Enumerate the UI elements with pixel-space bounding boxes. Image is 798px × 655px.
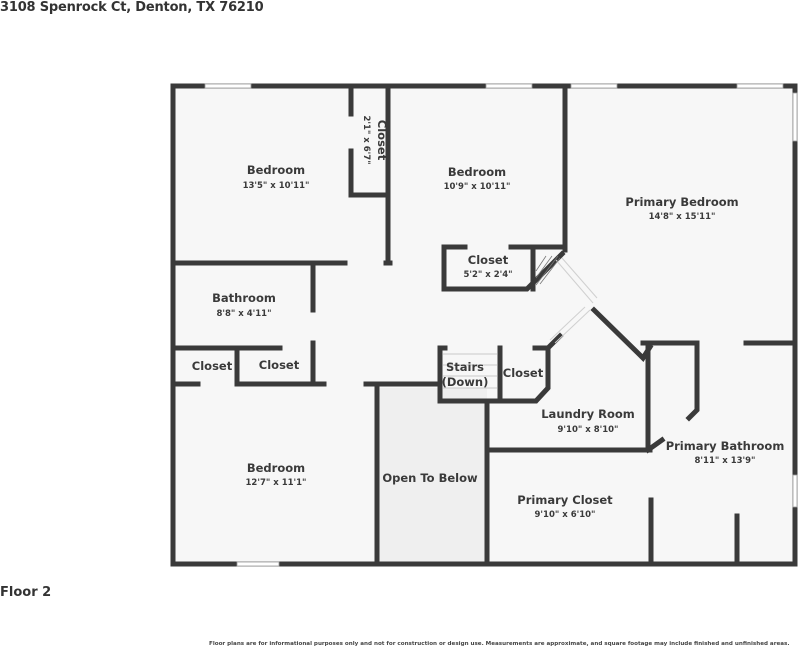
- room-dims: 2'1" x 6'7": [361, 115, 371, 164]
- room-name: Open To Below: [382, 471, 478, 485]
- floor-label: Floor 2: [0, 585, 52, 600]
- room-dims: 8'11" x 13'9": [695, 456, 756, 466]
- room-dims: 5'2" x 2'4": [463, 270, 512, 280]
- room-name: Primary Bathroom: [666, 439, 785, 453]
- room-dims: 10'9" x 10'11": [444, 182, 511, 192]
- walls: [170, 83, 798, 567]
- room-dims: 14'8" x 15'11": [649, 212, 716, 222]
- room-name: Stairs: [446, 360, 484, 374]
- room-name: Closet: [468, 253, 509, 267]
- room-dims: 9'10" x 8'10": [558, 425, 619, 435]
- windows: [204, 83, 798, 567]
- room-name: Bedroom: [247, 461, 305, 475]
- room-name: Bathroom: [212, 291, 276, 305]
- stairs-treads: [443, 353, 497, 389]
- room-name: Primary Closet: [517, 493, 613, 507]
- room-name: Closet: [192, 359, 233, 373]
- room-labels: Bedroom 13'5" x 10'11" Closet 2'1" x 6'7…: [192, 115, 785, 520]
- room-dims: 8'8" x 4'11": [216, 309, 271, 319]
- room-name: Bedroom: [247, 163, 305, 177]
- room-dims: 13'5" x 10'11": [243, 181, 310, 191]
- room-dims: 12'7" x 11'1": [246, 478, 307, 488]
- room-name: Closet: [259, 358, 300, 372]
- room-name: Primary Bedroom: [625, 195, 738, 209]
- property-address: 3108 Spenrock Ct, Denton, TX 76210: [0, 0, 264, 15]
- room-name: Closet: [375, 120, 389, 161]
- door-openings: [549, 257, 598, 344]
- room-name: Closet: [503, 366, 544, 380]
- room-name: (Down): [442, 375, 489, 389]
- closet-hatch: [535, 255, 561, 286]
- room-name: Bedroom: [448, 165, 506, 179]
- room-name: Laundry Room: [541, 407, 635, 421]
- disclaimer-text: Floor plans are for informational purpos…: [209, 641, 790, 647]
- room-dims: 9'10" x 6'10": [535, 510, 596, 520]
- open-to-below-area: [379, 388, 487, 564]
